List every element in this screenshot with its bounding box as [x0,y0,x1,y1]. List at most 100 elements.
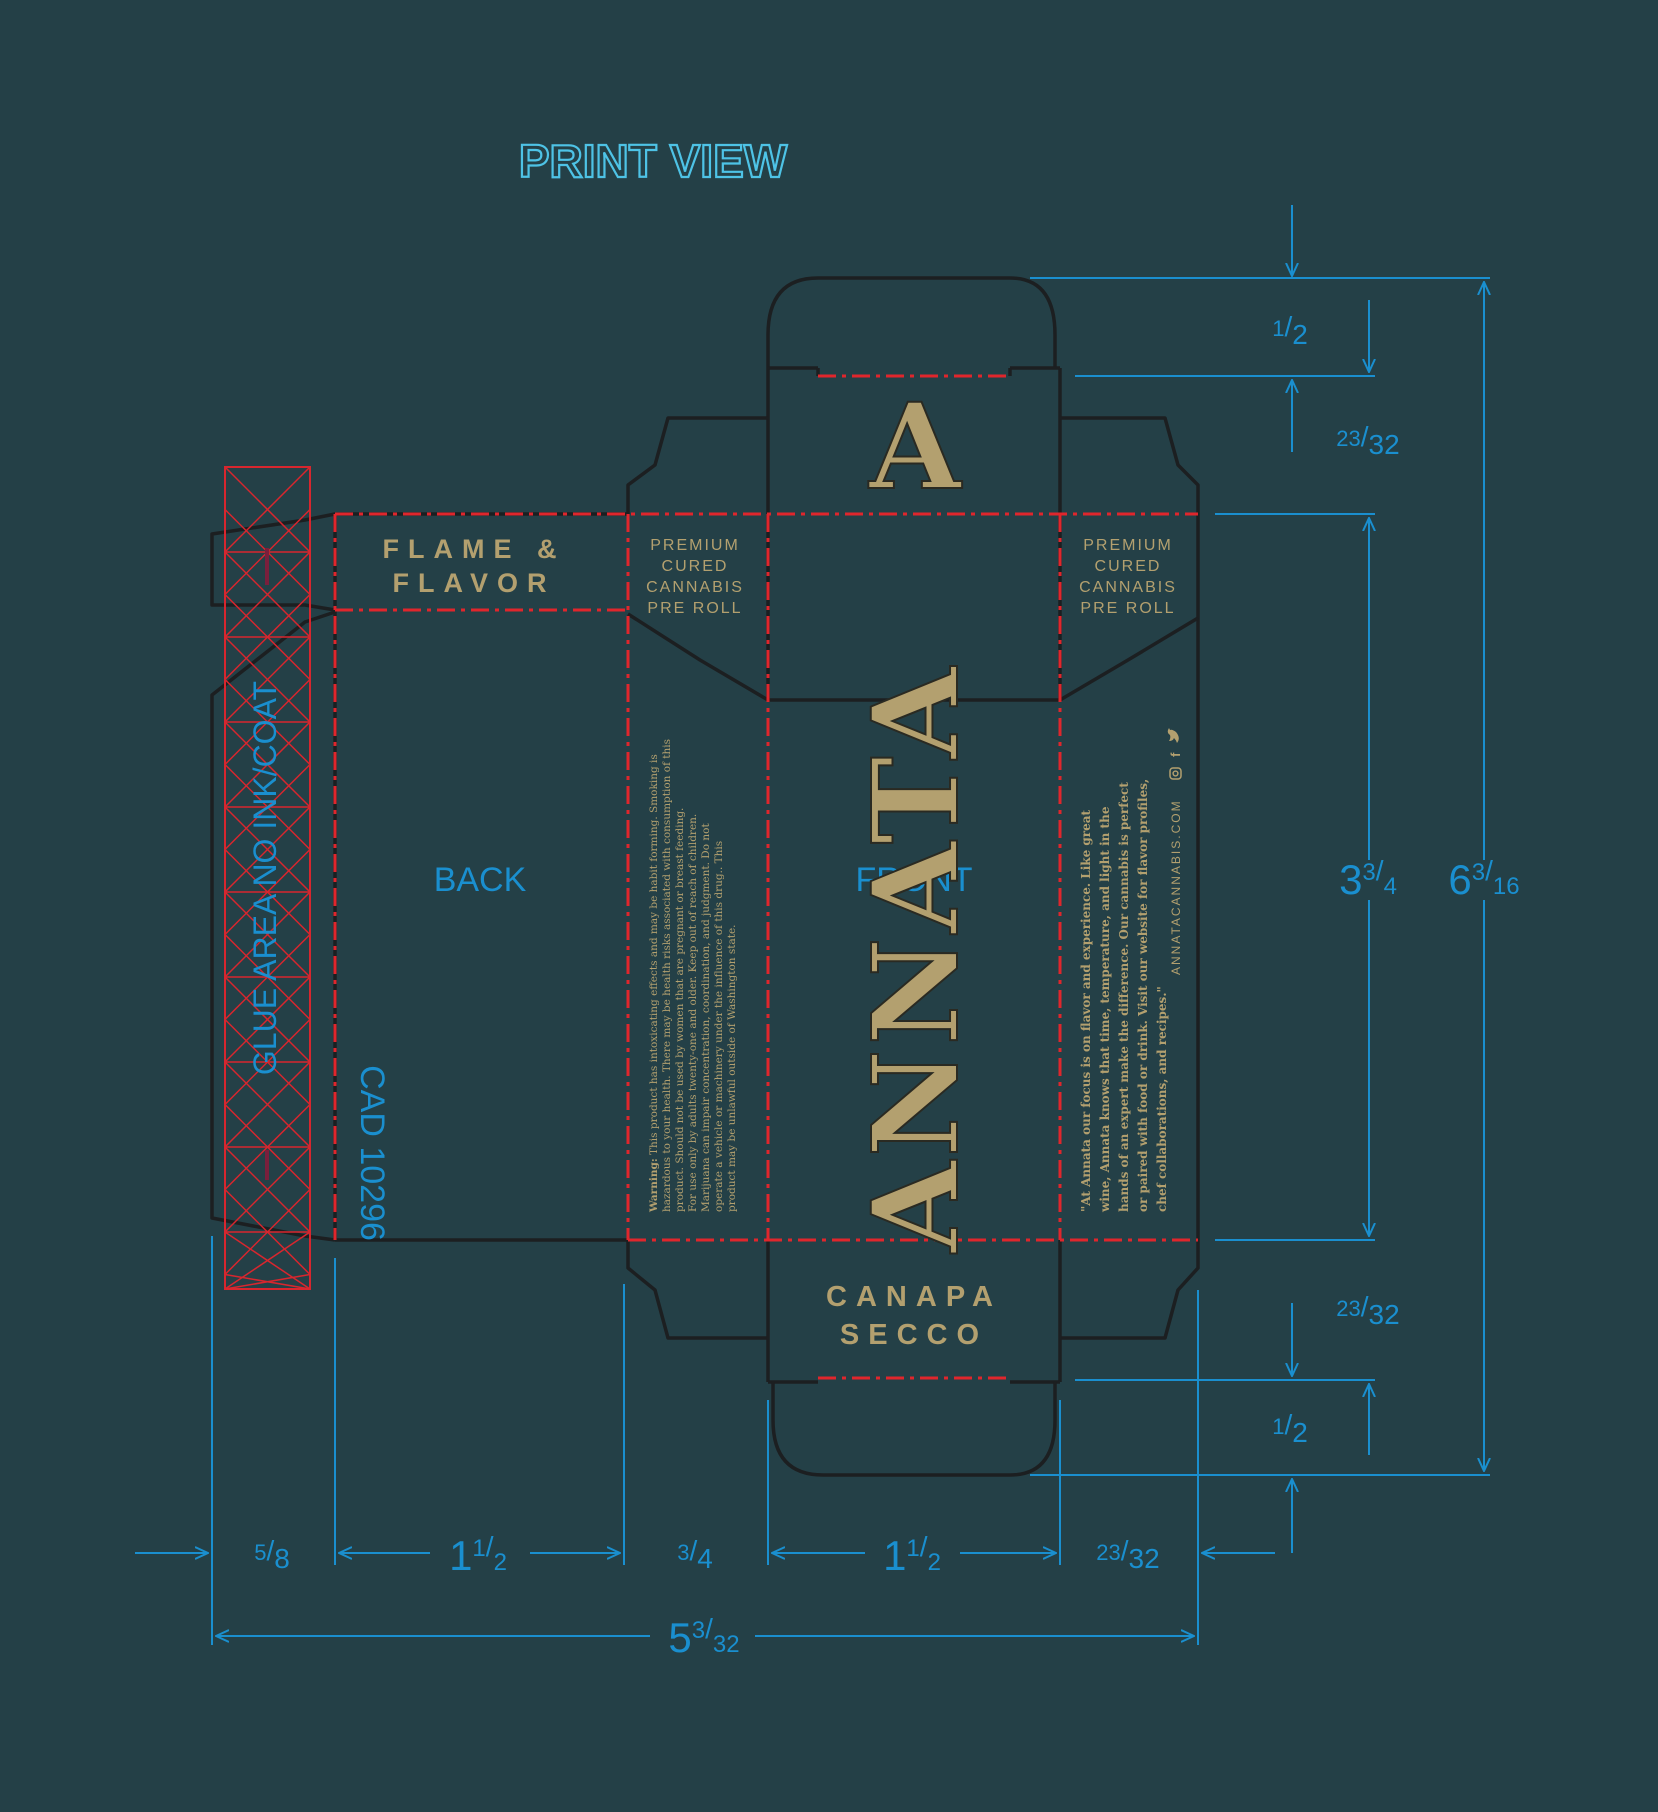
dim-label-bottom-tuck: 23/32 [1336,1291,1399,1330]
hatch-line [224,636,311,723]
glue-area-hatch [224,466,311,1290]
left-dust-flap-outline [626,416,768,514]
back-width-num: 1 [472,1535,485,1562]
hatch-line [224,1018,311,1106]
left-side-line-4: PRE ROLL [647,600,742,617]
side-width-num: 3 [677,1540,689,1565]
right-dust-flap-outline [1060,416,1200,514]
fraction-slash: / [689,1535,697,1566]
fraction-slash: / [1376,855,1384,886]
warning-line-6: operate a vehicle or machinery under the… [713,841,725,1212]
fraction-slash: / [1485,855,1493,886]
dim-label-bottom-flap: 1/2 [1272,1409,1308,1448]
dim-label-top-tuck: 23/32 [1336,421,1399,460]
top-lid-outline [766,368,1062,700]
quote-line-1: "At Annata our focus is on flavor and ex… [1079,809,1093,1212]
left-side-line-1: PREMIUM [650,537,740,554]
hatch-line [224,678,311,766]
hatch-line [224,1273,311,1290]
top-flap-den: 2 [1292,319,1308,350]
bottom-lid-outline [766,1240,1062,1382]
dim-label-front-width: 11/2 [883,1531,941,1579]
instagram-icon [1169,767,1182,780]
panel-height-whole: 3 [1339,856,1362,903]
top-flap-letter: A [868,377,962,516]
cad-label: CAD 10296 [353,1065,391,1241]
hatch-line [224,976,311,1063]
top-tuck-den: 32 [1369,429,1400,460]
overall-width-den: 32 [713,1631,740,1658]
warning-line-3: product. Should not be used by women tha… [674,808,686,1212]
dim-label-top-flap: 1/2 [1272,311,1308,350]
bottom-tuck-flap-outline [771,1382,1057,1477]
hatch-line [224,891,311,978]
right-bottom-dust-flap-outline [1060,1240,1200,1340]
fraction-slash: / [920,1531,928,1562]
back-top-line1: FLAME & [383,534,566,564]
overall-height-den: 16 [1493,873,1520,900]
warning-line-1-text: This product has intoxicating effects an… [648,754,660,1158]
right-side-line-2: CURED [1095,558,1162,575]
fraction-slash: / [486,1531,494,1562]
dim-label-glue-width: 5/8 [254,1535,290,1574]
warning-line-5: Marijuana can impair concentration, coor… [700,823,712,1212]
top-flap-num: 1 [1272,316,1284,341]
hatch-line [224,1231,311,1290]
hatch-line [224,1188,311,1276]
overall-height-whole: 6 [1448,856,1471,903]
dim-label-panel-height: 33/4 [1339,855,1397,903]
fraction-slash: / [1121,1535,1129,1566]
left-side-line-3: CANNABIS [646,579,744,596]
dim-label-side-width: 3/4 [677,1535,713,1574]
hatch-line [224,721,311,808]
dim-label-right-side-width: 23/32 [1096,1535,1159,1574]
fold-lines [333,374,1198,1380]
right-side-panel-text: PREMIUM CURED CANNABIS PRE ROLL [1079,537,1177,617]
hatch-line [224,593,311,681]
top-tuck-num: 23 [1336,426,1360,451]
website-block: ANNATACANNABIS.COM f [1167,728,1183,975]
hatch-line [224,806,311,893]
hatch-line [224,848,311,936]
left-side-line-2: CURED [662,558,729,575]
panel-height-num: 3 [1362,859,1375,886]
top-tuck-flap-outline [766,276,1057,368]
glue-area-label: GLUE AREA NO INK/COAT [247,681,283,1075]
hatch-line [224,1146,311,1233]
bottom-tuck-num: 23 [1336,1296,1360,1321]
dim-label-back-width: 11/2 [449,1531,507,1579]
left-shoulder-cut [627,612,1199,702]
right-side-line-4: PRE ROLL [1080,600,1175,617]
warning-line-2: hazardous to your health. There may be h… [661,739,673,1212]
twitter-icon [1167,728,1179,743]
overall-height-num: 3 [1472,859,1485,886]
hatch-line [224,1103,311,1191]
fraction-slash: / [1284,1409,1292,1440]
fraction-slash: / [1361,421,1369,452]
bottom-line2: SECCO [840,1319,988,1351]
warning-line-1: Warning: This product has intoxicating e… [648,754,660,1213]
quote-line-2: wine, Annata knows that time, temperatur… [1098,806,1112,1213]
warning-block: Warning: This product has intoxicating e… [648,739,738,1213]
bottom-tuck-den: 32 [1369,1299,1400,1330]
right-side-line-3: CANNABIS [1079,579,1177,596]
hatch-line [224,466,311,553]
brand-wordmark: ANNATA [846,663,985,1253]
facebook-icon: f [1168,752,1183,757]
right-side-width-den: 32 [1129,1543,1160,1574]
bottom-flap-num: 1 [1272,1414,1284,1439]
overall-width-num: 3 [692,1617,705,1644]
right-side-width-num: 23 [1096,1540,1120,1565]
hatch-line [224,551,311,638]
quote-line-4: or paired with food or drink. Visit our … [1136,779,1150,1212]
back-panel-label: BACK [434,861,527,899]
right-side-line-1: PREMIUM [1083,537,1173,554]
fraction-slash: / [1284,311,1292,342]
quote-line-5: chef collaborations, and recipes." [1155,986,1169,1212]
fraction-slash: / [1361,1291,1369,1322]
front-width-den: 2 [928,1549,941,1576]
dim-label-overall-height: 63/16 [1448,855,1519,903]
overall-width-whole: 5 [668,1614,691,1661]
front-width-num: 1 [906,1535,919,1562]
